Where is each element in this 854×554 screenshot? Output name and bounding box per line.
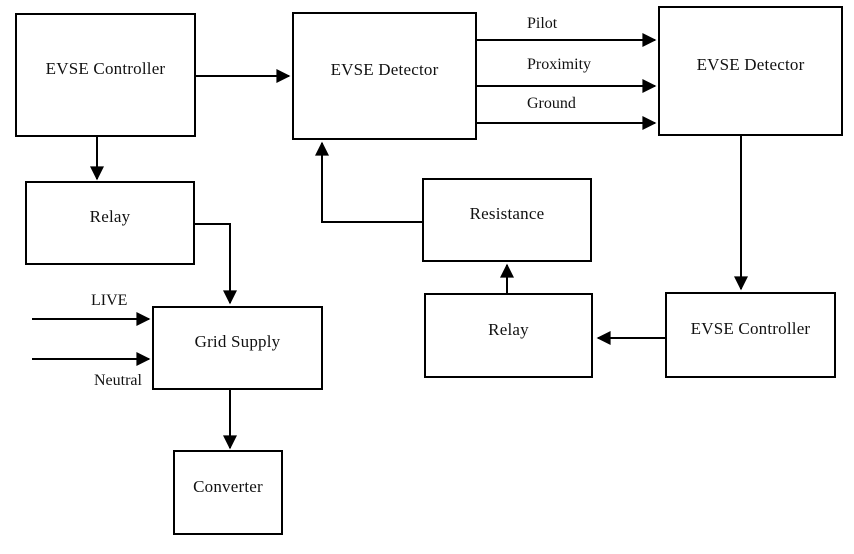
node-label: Relay bbox=[89, 207, 131, 226]
arrow-resistance-to-detector-mid bbox=[315, 141, 422, 223]
node-label: EVSE Detector bbox=[696, 55, 805, 74]
node-evse-detector-mid: EVSE Detector bbox=[292, 12, 477, 140]
node-label: Grid Supply bbox=[194, 332, 281, 351]
node-converter: Converter bbox=[173, 450, 283, 535]
node-label: EVSE Controller bbox=[690, 319, 811, 338]
node-evse-detector-right: EVSE Detector bbox=[658, 6, 843, 136]
node-label: EVSE Controller bbox=[45, 59, 166, 78]
node-evse-controller-right: EVSE Controller bbox=[665, 292, 836, 378]
node-label: Relay bbox=[488, 319, 529, 339]
edge-label-proximity: Proximity bbox=[527, 56, 592, 73]
edge-label-ground: Ground bbox=[527, 95, 576, 112]
arrow-relay-left-to-grid-supply bbox=[195, 223, 237, 305]
node-relay-right: Relay bbox=[424, 293, 593, 378]
node-grid-supply: Grid Supply bbox=[152, 306, 323, 390]
edge-label-live: LIVE bbox=[91, 292, 128, 309]
node-label: Resistance bbox=[469, 204, 545, 223]
edge-label-neutral: Neutral bbox=[94, 372, 142, 389]
node-label: Converter bbox=[193, 476, 263, 496]
edge-label-pilot: Pilot bbox=[527, 15, 558, 32]
node-label: EVSE Detector bbox=[330, 60, 439, 79]
node-evse-controller-left: EVSE Controller bbox=[15, 13, 196, 137]
node-resistance: Resistance bbox=[422, 178, 592, 262]
node-relay-left: Relay bbox=[25, 181, 195, 265]
